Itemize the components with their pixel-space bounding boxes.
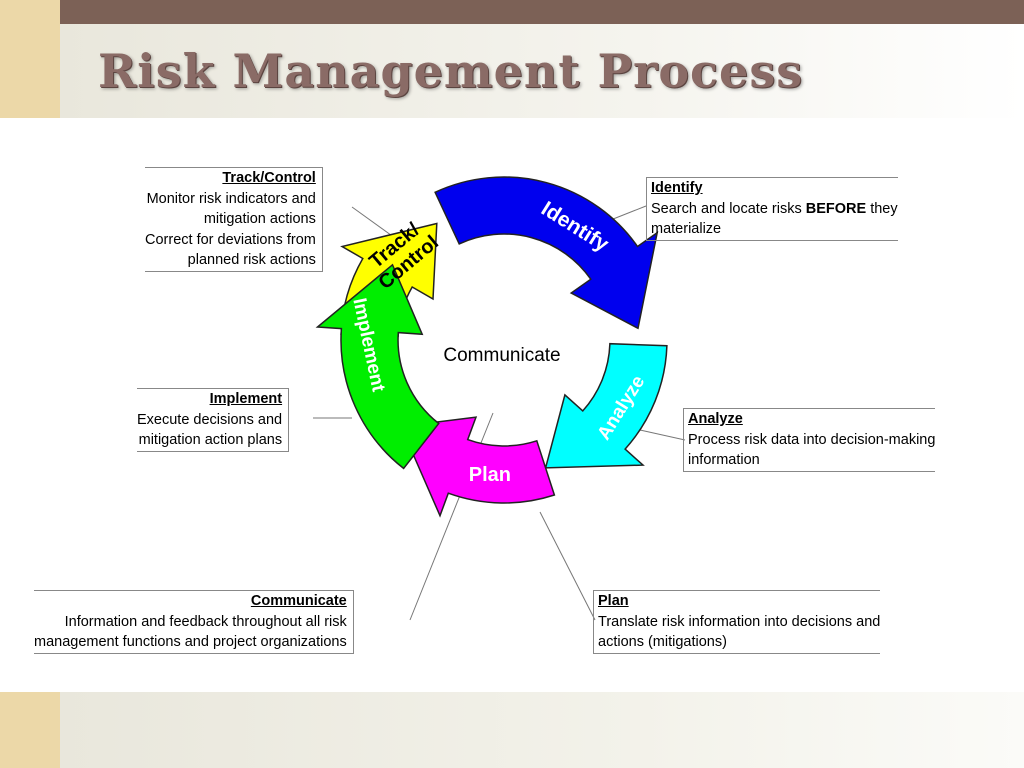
callout-line: Translate risk information into decision…	[598, 613, 881, 630]
footer-accent-strip	[0, 692, 60, 768]
callout-line: management functions and project organiz…	[34, 634, 347, 650]
callout-track-control: Track/Control Monitor risk indicators an…	[145, 167, 323, 272]
callout-line: mitigation actions	[203, 211, 316, 227]
cycle-arrow-analyze	[544, 342, 668, 469]
callout-heading: Track/Control	[222, 170, 316, 186]
callout-line: Monitor risk indicators and	[146, 190, 316, 207]
callout-line: Search and locate risks BEFORE they	[651, 200, 898, 217]
connector-analyze	[639, 429, 686, 441]
callout-analyze: Analyze Process risk data into decision-…	[683, 408, 936, 472]
callout-line: information	[688, 452, 760, 468]
callout-line: Correct for deviations from	[145, 231, 316, 248]
footer-band	[60, 692, 1024, 768]
header-accent-strip	[0, 0, 60, 118]
callout-line: mitigation action plans	[138, 432, 283, 448]
cycle-label-plan: Plan	[469, 464, 511, 486]
callout-heading: Plan	[598, 593, 629, 609]
callout-heading: Communicate	[250, 593, 347, 609]
callout-line: actions (mitigations)	[598, 634, 727, 650]
cycle-arrow-plan	[399, 416, 556, 518]
callout-heading: Analyze	[688, 411, 743, 427]
callout-communicate: Communicate Information and feedback thr…	[34, 590, 354, 654]
cycle-arrow-implement	[315, 263, 440, 470]
callout-line: Process risk data into decision-making	[688, 431, 936, 448]
callout-line: materialize	[651, 221, 722, 237]
slide-title: Risk Management Process	[98, 44, 804, 98]
connector-plan	[539, 511, 596, 621]
connector-track-control	[351, 206, 396, 239]
cycle-arrow-identify	[434, 176, 659, 330]
callout-identify: Identify Search and locate risks BEFORE …	[646, 177, 898, 241]
callout-plan: Plan Translate risk information into dec…	[593, 590, 881, 654]
callout-heading: Implement	[209, 391, 283, 407]
center-label-communicate: Communicate	[443, 345, 561, 366]
callout-line: planned risk actions	[187, 252, 316, 268]
callout-implement: Implement Execute decisions and mitigati…	[137, 388, 290, 452]
callout-line: Information and feedback throughout all …	[64, 613, 347, 630]
callout-line: Execute decisions and	[137, 411, 283, 428]
callout-heading: Identify	[651, 180, 703, 196]
top-bar	[0, 0, 1024, 24]
title-band	[60, 24, 1024, 118]
